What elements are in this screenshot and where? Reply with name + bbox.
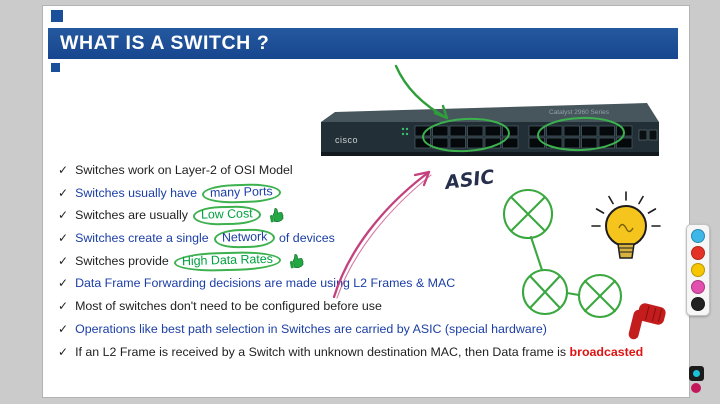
check-icon: ✓ [58,345,69,359]
circled-phrase: Network [213,227,276,249]
bullet-text: are carried by ASIC (special hardware) [330,322,547,336]
bullet-line-4: ✓ Switches create a single Network of de… [58,227,335,249]
annotation-app-button[interactable] [688,366,704,381]
switch-bottom-edge [321,152,659,156]
pen-color-black-button[interactable] [691,297,705,311]
check-icon: ✓ [58,163,69,177]
bullet-line-6: ✓ Data Frame Forwarding decisions are ma… [58,272,455,294]
bullet-line-7: ✓ Most of switches don't need to be conf… [58,295,382,317]
bullet-line-5: ✓ Switches provide High Data Rates [58,250,306,272]
check-icon: ✓ [58,322,69,336]
bullet-line-2: ✓ Switches usually have many Ports [58,182,282,204]
bullet-line-1: ✓ Switches work on Layer-2 of OSI Model [58,159,293,181]
switch-brand-label: cisco [335,135,358,145]
bullet-text: Switches work on Layer-2 of OSI Model [75,163,293,177]
check-icon: ✓ [58,254,69,268]
bullet-text: Switches provide [75,254,173,268]
pen-glyph-icon [692,370,700,377]
bullet-text: If an L2 Frame is received by a Switch w… [75,345,570,359]
page-title: WHAT IS A SWITCH ? [60,32,270,54]
bullet-line-8: ✓ Operations like best path selection in… [58,318,547,340]
slide-deco-square-bottom [51,63,60,72]
uplink-ports [638,129,658,141]
bullet-text: Data Frame Forwarding decisions are made… [75,276,456,290]
bullet-text-small: Switches [281,322,331,336]
pen-color-cyan-button[interactable] [691,229,705,243]
bullet-line-3: ✓ Switches are usually Low Cost [58,204,286,226]
tool-color-swatch[interactable] [691,383,701,393]
thumbs-up-icon [270,208,284,223]
pen-color-red-button[interactable] [691,246,705,260]
bullet-text: Switches create a single [75,231,213,245]
thumbs-up-icon [289,254,304,269]
check-icon: ✓ [58,231,69,245]
check-icon: ✓ [58,276,69,290]
status-led-lights [401,127,409,136]
bullet-text: Most of switches don't need to be config… [75,299,382,313]
bullet-text: Switches usually have [75,186,201,200]
bullet-list: ✓ Switches work on Layer-2 of OSI Model … [43,6,691,399]
highlighted-word: broadcasted [569,345,644,359]
presentation-slide: WHAT IS A SWITCH ? cisco Catalyst 2960 S… [42,5,690,398]
check-icon: ✓ [58,186,69,200]
annotation-app-badge [687,366,705,393]
bullet-text: Switches are usually [75,208,192,222]
pen-color-pink-button[interactable] [691,280,705,294]
annotation-pen-toolbar [686,224,710,316]
circled-phrase: High Data Rates [173,250,282,272]
pen-color-yellow-button[interactable] [691,263,705,277]
slide-title-bar: WHAT IS A SWITCH ? [48,28,678,59]
bullet-text: of devices [275,231,335,245]
bullet-text: Operations like best path selection in [75,322,282,336]
slide-deco-square-top [51,10,63,22]
circled-phrase: many Ports [202,182,282,204]
bullet-line-9: ✓ If an L2 Frame is received by a Switch… [58,341,643,363]
circled-phrase: Low Cost [193,204,262,226]
switch-model-label: Catalyst 2960 Series [549,109,610,116]
check-icon: ✓ [58,299,69,313]
check-icon: ✓ [58,208,69,222]
